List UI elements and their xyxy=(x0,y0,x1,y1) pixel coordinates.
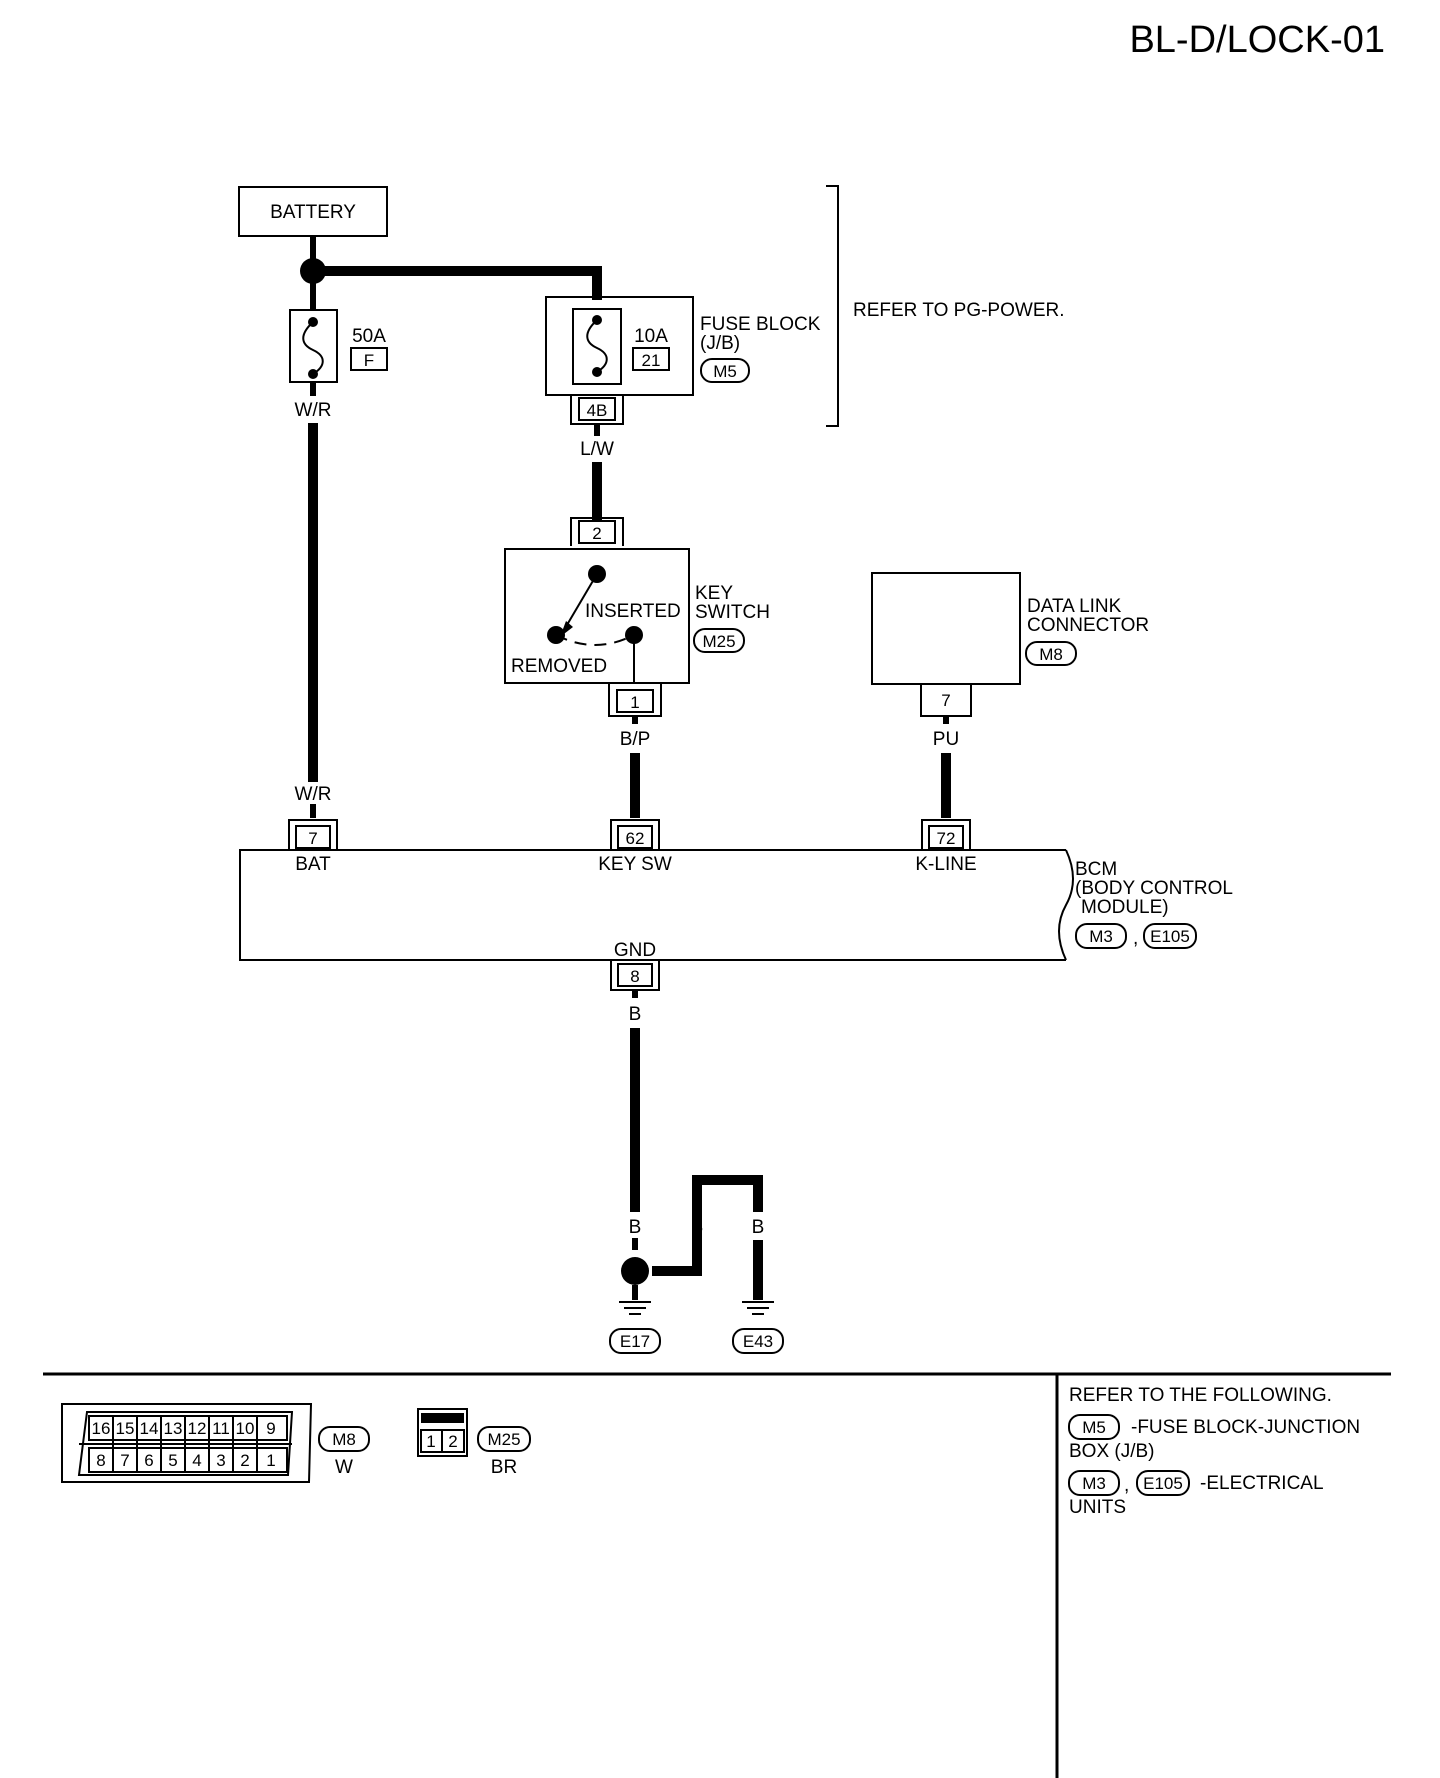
ground-e43-label: E43 xyxy=(743,1332,773,1351)
bcm-pin-7: 7 xyxy=(308,829,317,848)
ground-splice xyxy=(621,1257,649,1285)
m8-pin-15: 15 xyxy=(116,1419,135,1438)
refer-panel: REFER TO THE FOLLOWING. M5 -FUSE BLOCK-J… xyxy=(1068,1385,1360,1518)
wire-color-b-3: B xyxy=(752,1217,765,1238)
ground-e43: E43 xyxy=(732,1301,784,1354)
fuse-10a-id: 21 xyxy=(642,351,661,370)
legend-m25-color: BR xyxy=(491,1457,517,1478)
bcm-gnd-label: GND xyxy=(614,940,656,961)
bcm-name-1: BCM xyxy=(1075,859,1117,880)
key-switch-terminal-out: 1 xyxy=(630,693,639,712)
bcm-name-3: MODULE) xyxy=(1081,897,1169,918)
wire-b-ground-jumper xyxy=(652,1175,763,1276)
ground-e17-label: E17 xyxy=(620,1332,650,1351)
m8-pin-1: 1 xyxy=(266,1451,275,1470)
fuse-50a-rating: 50A xyxy=(352,326,386,347)
refer-item2-line2: UNITS xyxy=(1069,1497,1126,1518)
fuse-block-name-2: (J/B) xyxy=(700,333,740,354)
wire-color-pu: PU xyxy=(933,729,959,750)
fuse-block-connector: M5 xyxy=(713,362,737,381)
wire-color-w-r-bottom: W/R xyxy=(295,784,332,805)
fuse-block-terminal: 4B xyxy=(587,401,608,420)
legend-m8-connector: 16 15 14 13 12 11 10 9 8 7 6 5 4 3 2 1 M… xyxy=(61,1403,370,1483)
refer-item2-connector2: E105 xyxy=(1143,1474,1183,1493)
refer-item2-sep: , xyxy=(1124,1475,1129,1496)
wire-color-l-w: L/W xyxy=(580,439,614,460)
power-note: REFER TO PG-POWER. xyxy=(853,300,1065,321)
refer-title: REFER TO THE FOLLOWING. xyxy=(1069,1385,1332,1406)
dlc-name-2: CONNECTOR xyxy=(1027,615,1149,636)
dlc-terminal: 7 xyxy=(941,691,950,710)
power-bracket xyxy=(826,185,839,427)
m8-pin-11: 11 xyxy=(212,1419,230,1438)
legend-m8-color: W xyxy=(335,1457,353,1478)
refer-item2-line1: -ELECTRICAL xyxy=(1200,1473,1324,1494)
key-switch: 2 INSERTED REMOVED KEY SWITCH M25 1 xyxy=(504,517,770,717)
m8-pin-8: 8 xyxy=(96,1451,105,1470)
m8-pin-14: 14 xyxy=(140,1419,159,1438)
m8-pin-6: 6 xyxy=(144,1451,153,1470)
legend-m25-id: M25 xyxy=(487,1430,520,1449)
m8-pin-16: 16 xyxy=(92,1419,111,1438)
key-switch-name-1: KEY xyxy=(695,583,733,604)
dlc-name-1: DATA LINK xyxy=(1027,596,1122,617)
legend-m25-connector: 1 2 M25 BR xyxy=(417,1408,531,1478)
bcm-pin-8: 8 xyxy=(630,967,639,986)
refer-item1-line1: -FUSE BLOCK-JUNCTION xyxy=(1131,1417,1360,1438)
bcm-pin-7-label: BAT xyxy=(295,854,331,875)
key-switch-terminal-in: 2 xyxy=(592,524,601,543)
bcm-pin-72-label: K-LINE xyxy=(915,854,976,875)
battery-label: BATTERY xyxy=(270,202,356,223)
key-switch-removed: REMOVED xyxy=(511,656,607,677)
m8-pin-9: 9 xyxy=(266,1419,275,1438)
m8-pin-13: 13 xyxy=(164,1419,183,1438)
bcm-connector-sep: , xyxy=(1133,928,1138,949)
refer-item1-line2: BOX (J/B) xyxy=(1069,1441,1155,1462)
ground-e17: E17 xyxy=(609,1301,661,1354)
wire-color-w-r-top: W/R xyxy=(295,400,332,421)
legend-m8-pin-dividers xyxy=(112,1416,258,1472)
fuse-block-jb: 10A 21 FUSE BLOCK (J/B) M5 4B xyxy=(545,296,821,425)
wire-color-b-gnd: B xyxy=(629,1004,642,1025)
dlc-connector: M8 xyxy=(1039,645,1063,664)
battery: BATTERY xyxy=(238,186,388,237)
page-code: BL-D/LOCK-01 xyxy=(1129,19,1385,61)
bcm-pin-62-label: KEY SW xyxy=(598,854,672,875)
m8-pin-5: 5 xyxy=(168,1451,177,1470)
m8-pin-7: 7 xyxy=(120,1451,129,1470)
m25-pin-1: 1 xyxy=(426,1432,435,1451)
m8-pin-10: 10 xyxy=(236,1419,255,1438)
m8-pin-2: 2 xyxy=(240,1451,249,1470)
fuse-block-name-1: FUSE BLOCK xyxy=(700,314,821,335)
wire-battery-to-fuse-block xyxy=(313,266,602,300)
refer-item2-connector1: M3 xyxy=(1082,1474,1106,1493)
key-switch-connector: M25 xyxy=(702,632,735,651)
fuse-50a-id: F xyxy=(364,351,374,370)
m8-pin-3: 3 xyxy=(216,1451,225,1470)
bcm-connector-2: E105 xyxy=(1150,927,1190,946)
m25-pin-2: 2 xyxy=(448,1432,457,1451)
fuse-10a-rating: 10A xyxy=(634,326,668,347)
bcm-connector-1: M3 xyxy=(1089,927,1113,946)
legend-m8-id: M8 xyxy=(332,1430,356,1449)
bcm: 7 BAT 62 KEY SW 72 K-LINE GND 8 BCM (BOD… xyxy=(239,819,1233,991)
fuse-50a: 50A F xyxy=(289,309,388,383)
key-switch-inserted: INSERTED xyxy=(585,601,681,622)
wire-color-b-1: B xyxy=(629,1217,642,1238)
bcm-pin-72: 72 xyxy=(937,829,956,848)
key-switch-name-2: SWITCH xyxy=(695,602,770,623)
bcm-name-2: (BODY CONTROL xyxy=(1075,878,1233,899)
m8-pin-4: 4 xyxy=(192,1451,201,1470)
bcm-pin-62: 62 xyxy=(626,829,645,848)
data-link-connector: DATA LINK CONNECTOR M8 7 xyxy=(871,572,1149,717)
refer-item1-connector: M5 xyxy=(1082,1418,1106,1437)
wire-color-b-p: B/P xyxy=(620,729,651,750)
m8-pin-12: 12 xyxy=(188,1419,207,1438)
